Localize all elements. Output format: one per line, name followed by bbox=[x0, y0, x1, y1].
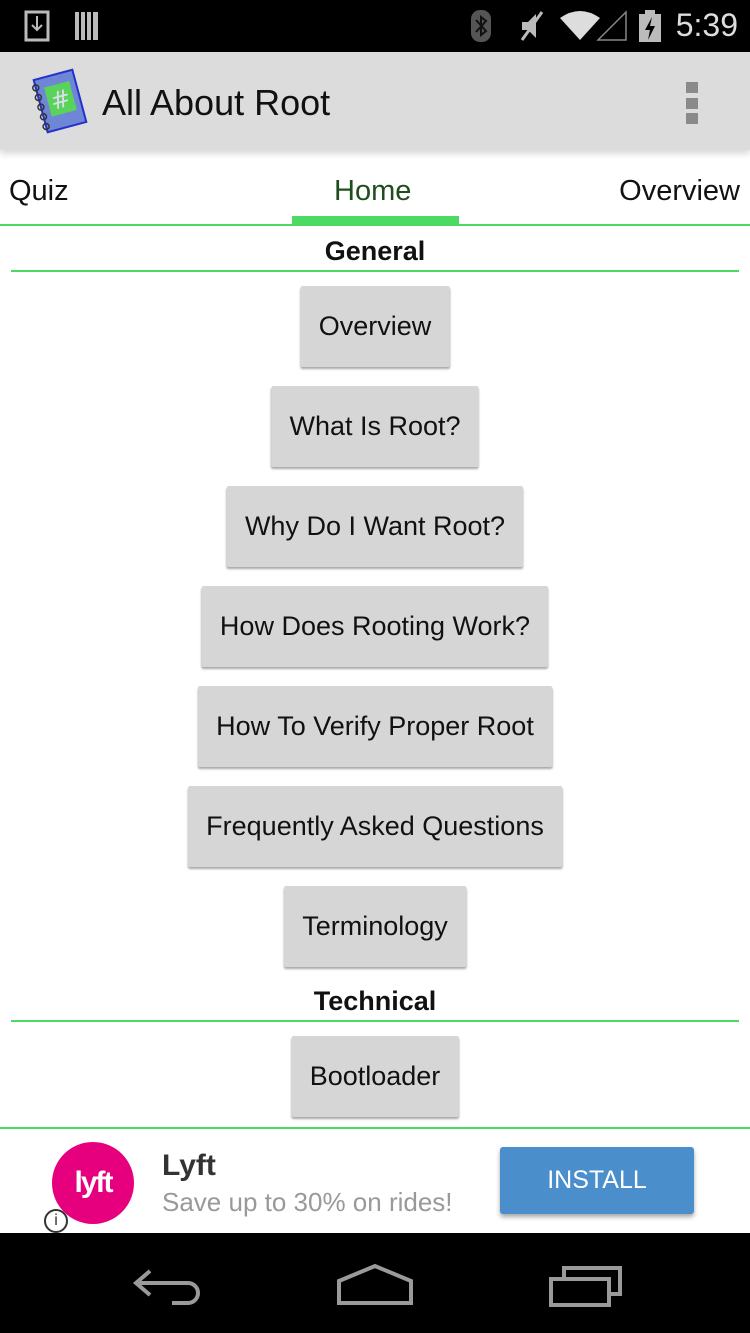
barcode-icon bbox=[75, 12, 98, 40]
navigation-bar bbox=[0, 1233, 750, 1333]
recent-apps-icon[interactable] bbox=[548, 1263, 624, 1307]
terminology-button[interactable]: Terminology bbox=[284, 886, 466, 967]
app-bar: # All About Root bbox=[0, 52, 750, 150]
back-icon[interactable] bbox=[130, 1263, 204, 1307]
overflow-menu-icon[interactable] bbox=[686, 82, 698, 124]
bootloader-button[interactable]: Bootloader bbox=[291, 1036, 459, 1117]
ad-info-icon[interactable]: i bbox=[44, 1209, 68, 1233]
clock: 5:39 bbox=[675, 7, 738, 43]
how-rooting-works-button[interactable]: How Does Rooting Work? bbox=[201, 586, 549, 667]
wifi-icon bbox=[560, 10, 627, 41]
lyft-logo[interactable]: lyft bbox=[52, 1142, 134, 1224]
what-is-root-button[interactable]: What Is Root? bbox=[271, 386, 479, 467]
tab-overview[interactable]: Overview bbox=[619, 175, 740, 207]
overview-button[interactable]: Overview bbox=[300, 286, 450, 367]
install-button[interactable]: INSTALL bbox=[500, 1147, 694, 1214]
tab-quiz[interactable]: Quiz bbox=[9, 175, 69, 207]
mute-icon bbox=[520, 11, 544, 41]
section-header-general: General bbox=[11, 236, 739, 272]
why-want-root-button[interactable]: Why Do I Want Root? bbox=[226, 486, 524, 567]
ad-banner[interactable]: lyft i Lyft Save up to 30% on rides! INS… bbox=[0, 1127, 750, 1233]
tab-home[interactable]: Home bbox=[334, 175, 412, 207]
app-title: All About Root bbox=[102, 82, 331, 123]
notebook-icon: # bbox=[32, 68, 88, 134]
section-header-technical: Technical bbox=[11, 986, 739, 1022]
home-icon[interactable] bbox=[336, 1263, 414, 1307]
verify-root-button[interactable]: How To Verify Proper Root bbox=[198, 686, 552, 767]
ad-subtitle: Save up to 30% on rides! bbox=[162, 1187, 453, 1217]
ad-title: Lyft bbox=[162, 1149, 216, 1182]
faq-button[interactable]: Frequently Asked Questions bbox=[188, 786, 562, 867]
download-icon bbox=[24, 10, 50, 42]
battery-charging-icon bbox=[639, 10, 661, 42]
status-bar: 5:39 bbox=[0, 0, 750, 52]
bluetooth-icon bbox=[471, 10, 491, 42]
active-tab-indicator bbox=[292, 216, 459, 224]
tab-bar: Quiz Home Overview bbox=[0, 160, 750, 226]
